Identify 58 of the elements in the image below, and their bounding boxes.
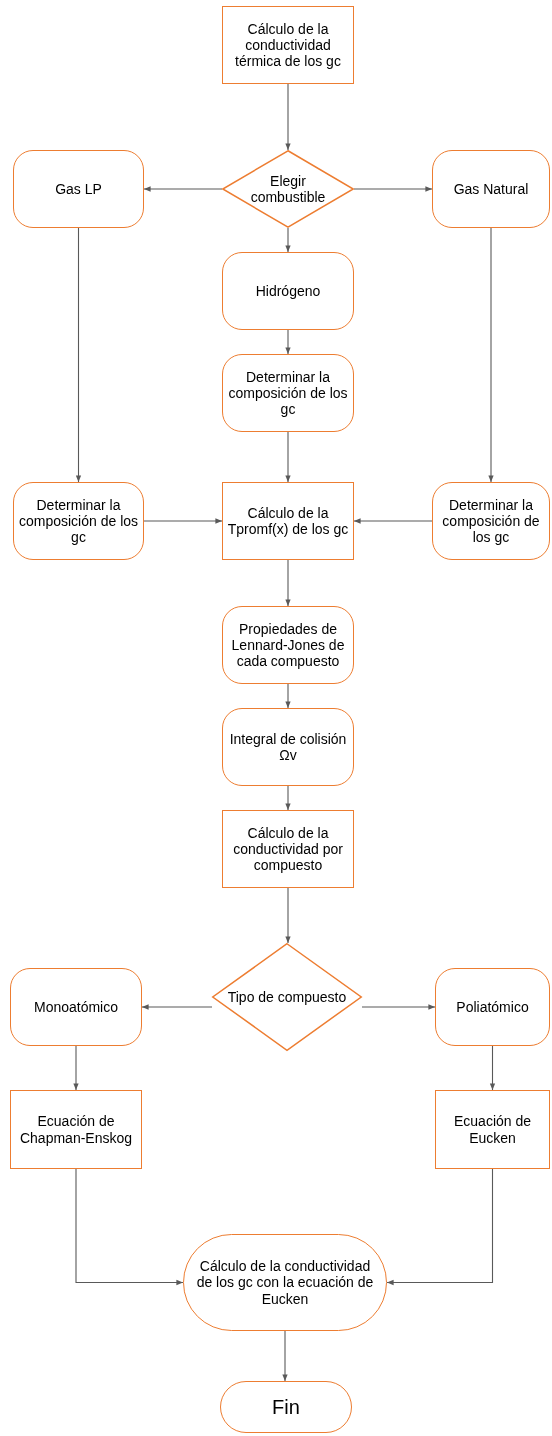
node-label: Gas LP [55, 180, 102, 198]
node-label: Cálculo de la conductividad por compuesto [232, 824, 344, 874]
arrow [285, 431, 291, 483]
arrow [488, 227, 494, 483]
node-label: Hidrógeno [255, 282, 321, 300]
node-label: Cálculo de la conductividad térmica de los gc [234, 20, 342, 70]
process-box [222, 6, 354, 84]
arrow [285, 83, 291, 151]
arrow [489, 1045, 496, 1091]
rounded-box [13, 150, 144, 228]
node-label: Cálculo de la conductividad de los gc con la ecuación de Eucken [195, 1258, 375, 1307]
node-label: Integral de colisión Ωv [228, 730, 348, 764]
rounded-box [432, 482, 550, 560]
node-label: Propiedades de Lennard-Jones de cada compuesto [230, 620, 346, 670]
arrow [353, 186, 433, 192]
process-box [222, 482, 354, 560]
rounded-box [13, 482, 144, 560]
arrow [361, 1004, 436, 1010]
node-label: Determinar la composición de los gc [18, 496, 139, 546]
arrow [285, 887, 291, 944]
arrow [285, 329, 291, 355]
node-label: Determinar la composición de los gc [441, 496, 541, 546]
arrow [285, 227, 291, 253]
rounded-box [432, 150, 550, 228]
arrow [285, 683, 291, 709]
arrow [285, 559, 291, 607]
arrow [143, 186, 223, 192]
arrow [282, 1330, 288, 1382]
arrow [143, 518, 223, 524]
node-label: Ecuación de Chapman-Enskog [18, 1113, 134, 1146]
rounded-box [222, 354, 354, 432]
node-label: Ecuación de Eucken [452, 1113, 533, 1146]
process-box [222, 810, 354, 888]
rounded-box [435, 968, 550, 1046]
arrow [141, 1004, 213, 1010]
process-box [10, 1090, 142, 1169]
node-label: Fin [272, 1395, 300, 1419]
node-label: Gas Natural [453, 180, 529, 198]
arrow [285, 785, 291, 811]
process-box [435, 1090, 550, 1169]
node-label: Determinar la composición de los gc [227, 368, 349, 418]
rounded-box [222, 252, 354, 330]
arrow [75, 1168, 184, 1286]
arrow [73, 1045, 79, 1091]
arrow [386, 1168, 494, 1286]
rounded-box [222, 606, 354, 684]
arrow [75, 227, 82, 483]
node-label: Poliatómico [456, 998, 529, 1016]
rounded-box [222, 708, 354, 786]
decision-diamond [222, 150, 354, 228]
terminal-box [220, 1381, 352, 1433]
arrow [353, 518, 433, 524]
node-label: Tipo de compuesto [227, 988, 347, 1006]
rounded-box [10, 968, 142, 1046]
decision-diamond [212, 943, 362, 1051]
node-label: Monoatómico [33, 998, 118, 1016]
node-label: Cálculo de la Tpromf(x) de los gc [227, 504, 349, 538]
node-label: Elegir combustible [249, 172, 327, 206]
